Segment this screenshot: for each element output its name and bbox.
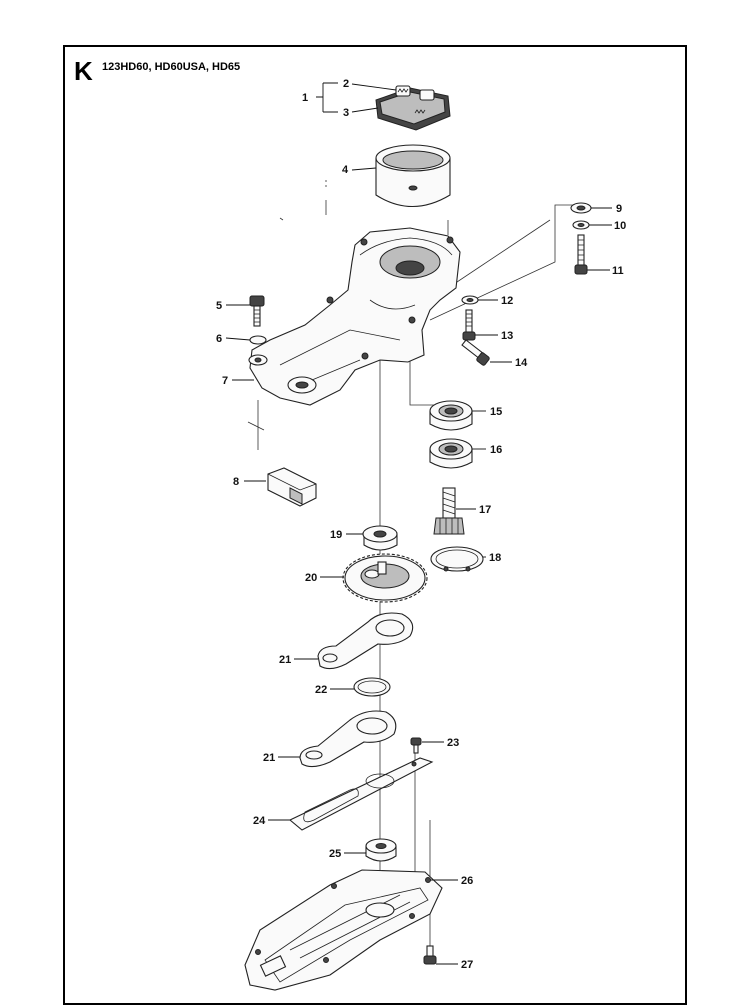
circlip-18 [430, 546, 484, 572]
axis-dash-5 [247, 421, 265, 431]
callout-2: 2 [343, 78, 349, 90]
clutch-drum [375, 144, 451, 208]
model-list: 123HD60, HD60USA, HD65 [102, 61, 240, 73]
callout-22: 22 [315, 684, 327, 696]
callout-21-upper: 21 [279, 654, 291, 666]
callout-11: 11 [612, 265, 624, 277]
callout-27: 27 [461, 959, 473, 971]
callout-19: 19 [330, 529, 342, 541]
screw-23 [410, 737, 422, 754]
plate-24 [288, 757, 434, 831]
bearing-15 [429, 400, 473, 431]
callout-1: 1 [302, 92, 308, 104]
leader-4 [351, 167, 377, 171]
axis-dash-3 [279, 217, 284, 221]
callout-12: 12 [501, 295, 513, 307]
callout-6: 6 [216, 333, 222, 345]
screw-13 [462, 309, 476, 341]
callout-3: 3 [343, 107, 349, 119]
callout-24: 24 [253, 815, 266, 827]
callout-25: 25 [329, 848, 341, 860]
axis-line-bolts [429, 204, 580, 321]
callout-9: 9 [616, 203, 622, 215]
callout-23: 23 [447, 737, 459, 749]
washer-6 [249, 335, 267, 345]
callout-5: 5 [216, 300, 222, 312]
callout-18: 18 [489, 552, 501, 564]
block-8 [267, 467, 317, 507]
bearing-19 [362, 525, 398, 551]
screw-14 [461, 339, 490, 366]
callout-10: 10 [614, 220, 626, 232]
bolt-11 [574, 234, 588, 275]
axis-line-bearings [409, 360, 450, 406]
callout-26: 26 [461, 875, 473, 887]
callout-4: 4 [342, 164, 349, 176]
leader-3 [351, 107, 379, 113]
diagram-border [63, 45, 687, 1005]
callout-14: 14 [515, 357, 528, 369]
clutch-shoes [375, 85, 451, 131]
callout-13: 13 [501, 330, 513, 342]
connecting-rod-upper [317, 612, 414, 670]
gear-20 [342, 553, 428, 603]
callout-8: 8 [233, 476, 239, 488]
leader-2 [351, 83, 397, 91]
washer-12 [461, 295, 479, 305]
callout-20: 20 [305, 572, 317, 584]
screw-27 [423, 945, 437, 965]
callout-7: 7 [222, 375, 228, 387]
callout-16: 16 [490, 444, 502, 456]
callout-17: 17 [479, 504, 491, 516]
bearing-25 [365, 838, 397, 862]
cover-26 [244, 869, 443, 991]
section-letter: K [74, 56, 93, 86]
leader-1-bracket [316, 82, 338, 113]
circlip-22 [353, 677, 391, 697]
connecting-rod-lower [299, 710, 397, 768]
washer-9 [570, 202, 592, 214]
pinion-17 [433, 487, 465, 535]
screw-5 [249, 295, 265, 327]
gear-housing [248, 227, 461, 406]
bearing-16 [429, 438, 473, 469]
leader-6 [225, 337, 251, 341]
callout-21-lower: 21 [263, 752, 275, 764]
washer-10 [572, 220, 590, 230]
callout-15: 15 [490, 406, 502, 418]
